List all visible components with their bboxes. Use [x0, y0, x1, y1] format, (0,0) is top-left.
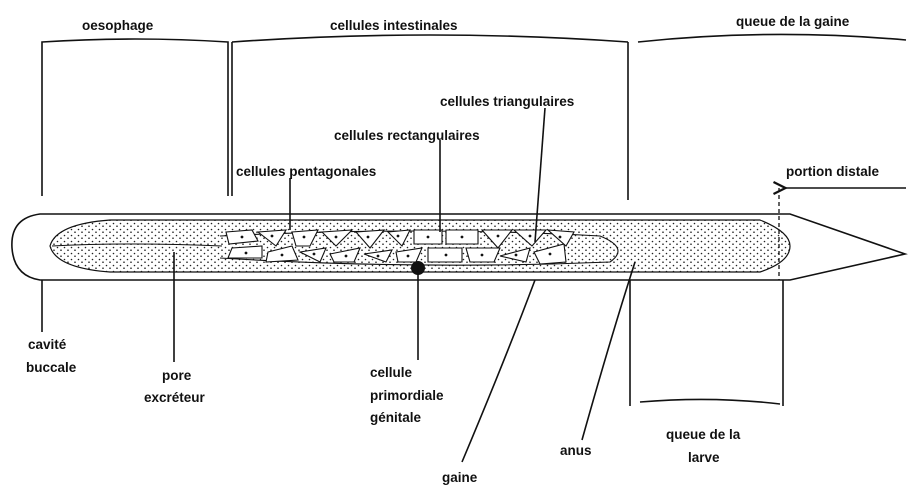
label-cellule-primordiale-genitale: cellule primordiale génitale [370, 365, 447, 425]
label-anus: anus [560, 443, 592, 458]
leader-lines [42, 108, 906, 462]
label-cellules-pentagonales: cellules pentagonales [236, 164, 376, 179]
label-queue-gaine: queue de la gaine [736, 14, 850, 29]
label-gaine: gaine [442, 470, 478, 485]
top-brackets [42, 34, 906, 200]
label-pore-excreteur: pore excréteur [144, 368, 206, 405]
label-cellules-intestinales: cellules intestinales [330, 18, 458, 33]
label-queue-larve: queue de la larve [666, 427, 744, 465]
label-cellules-triangulaires: cellules triangulaires [440, 94, 574, 109]
label-cellules-rectangulaires: cellules rectangulaires [334, 128, 480, 143]
label-portion-distale: portion distale [786, 164, 879, 179]
label-oesophage: oesophage [82, 18, 154, 33]
label-cavite-buccale: cavité buccale [26, 337, 77, 375]
